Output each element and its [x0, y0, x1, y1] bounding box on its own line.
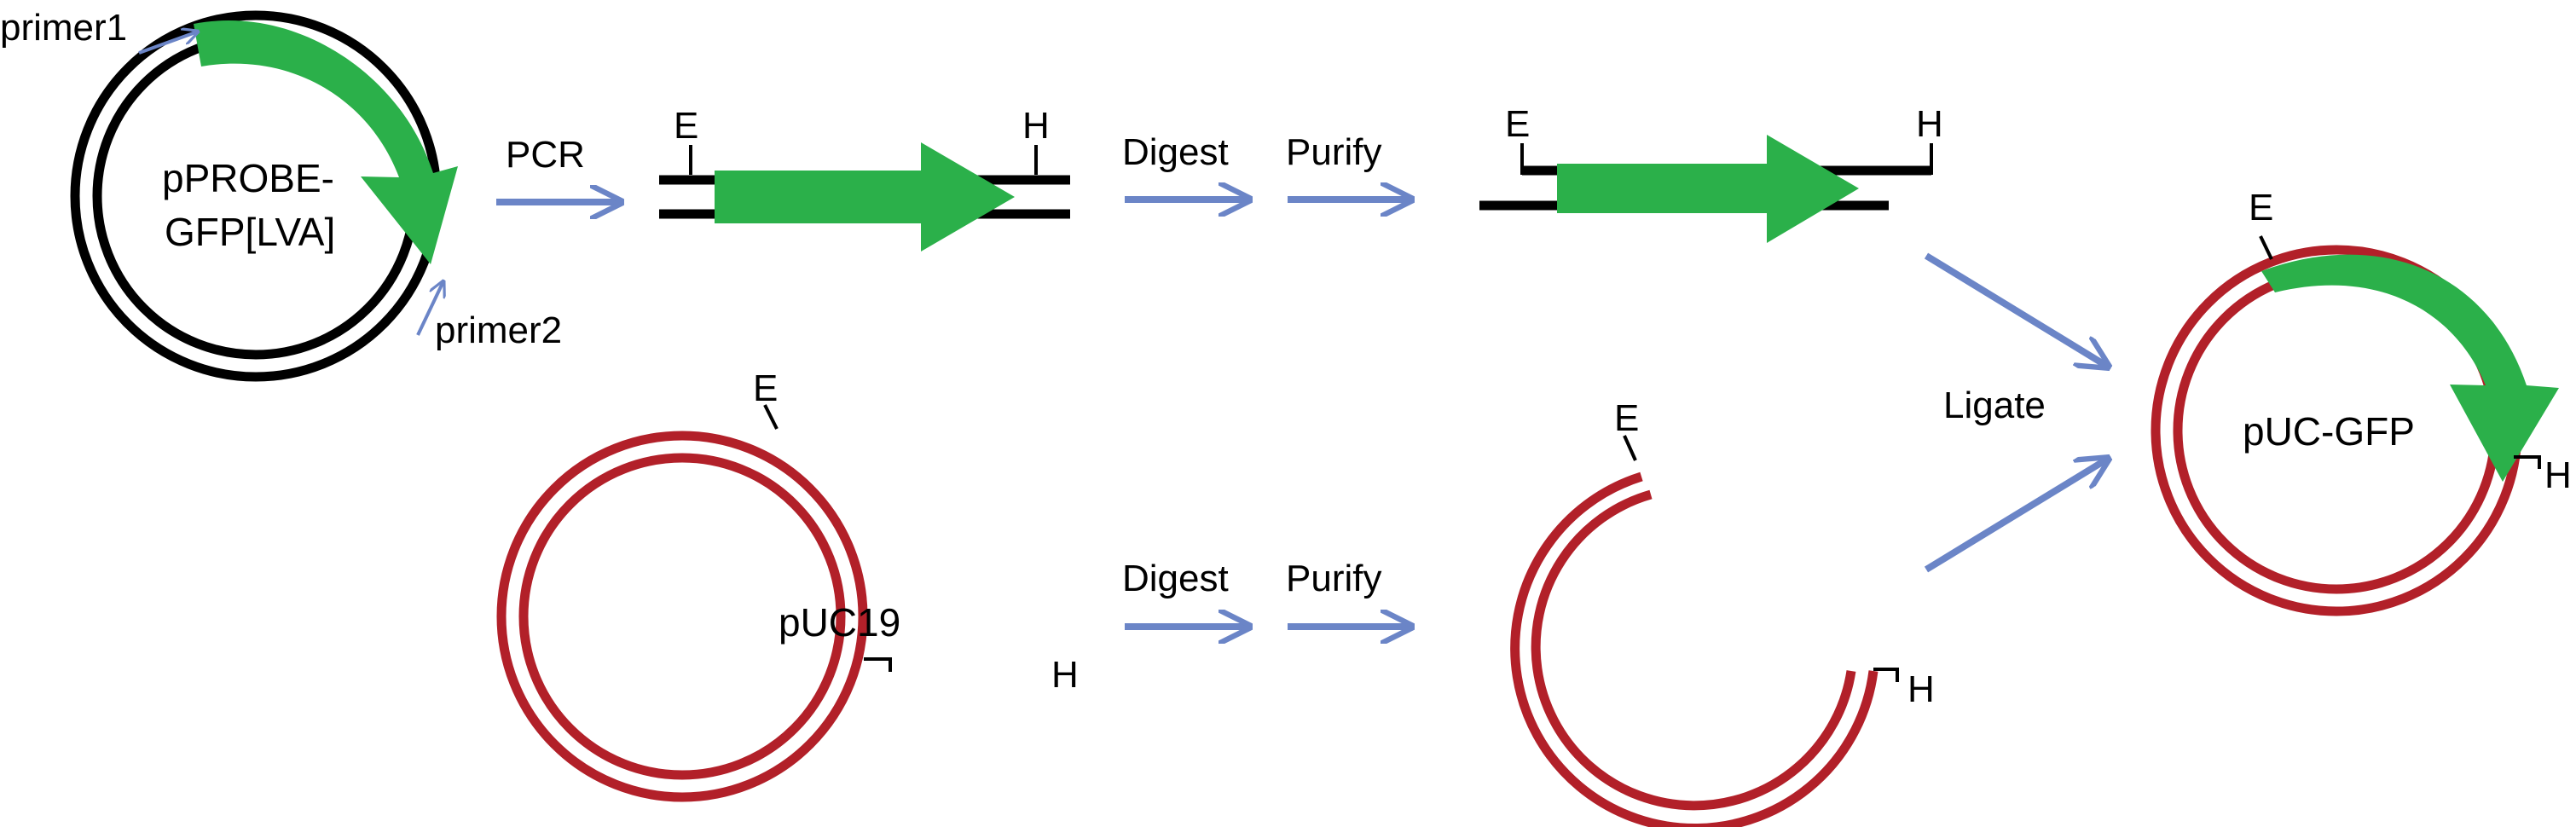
primer1-arrow — [138, 32, 198, 55]
puc19-label: pUC19 — [779, 600, 900, 645]
linear-vector-inner-strand — [1531, 489, 1856, 811]
ecori-site-linear — [1623, 435, 1637, 461]
pprobe-label-line2: GFP[LVA] — [165, 210, 335, 254]
puc19-plasmid: E H pUC19 — [496, 367, 1079, 802]
puc-gfp-label: pUC-GFP — [2243, 409, 2415, 454]
digest-label-top: Digest — [1122, 131, 1229, 173]
primer1-label: primer1 — [0, 7, 127, 49]
ecori-label-insert: E — [1505, 103, 1530, 145]
hindiii-label-insert: H — [1916, 103, 1943, 145]
hindiii-label-puc-gfp: H — [2544, 454, 2572, 496]
puc-gfp-plasmid: E H pUC-GFP — [2151, 187, 2572, 616]
digested-insert: E H — [1479, 103, 1943, 243]
digest-purify-top: Digest Purify — [1122, 131, 1411, 200]
hindiii-site-puc-gfp — [2514, 455, 2541, 469]
hindiii-label-linear: H — [1907, 668, 1935, 710]
gfp-gene-arrow-pcr — [715, 142, 1015, 252]
ecori-label-puc-gfp: E — [2249, 187, 2273, 228]
digest-purify-bottom: Digest Purify — [1122, 558, 1411, 627]
gfp-gene-arrow-insert — [1557, 135, 1859, 243]
hindiii-label-pcr: H — [1022, 105, 1050, 147]
ecori-label-pcr: E — [674, 105, 698, 147]
gfp-gene-arrow-pprobe — [194, 20, 458, 265]
ecori-site-puc19 — [763, 404, 779, 430]
puc19-outer-strand — [496, 431, 868, 802]
linear-vector-outer-strand — [1510, 471, 1878, 827]
purify-label-top: Purify — [1286, 131, 1381, 173]
hindiii-label-puc19: H — [1051, 654, 1079, 696]
hindiii-site-puc19 — [864, 657, 892, 672]
ecori-label-linear: E — [1614, 397, 1639, 439]
purify-label-bottom: Purify — [1286, 558, 1381, 599]
ligate-arrow-from-insert — [1924, 252, 2108, 367]
ecori-label-puc19: E — [753, 367, 778, 409]
ligate-step: Ligate — [1924, 252, 2108, 573]
linearized-puc19: E H — [1510, 397, 1935, 827]
ligate-label: Ligate — [1943, 385, 2046, 426]
pcr-product: E H — [659, 105, 1070, 252]
pprobe-plasmid: primer1 primer2 pPROBE- GFP[LVA] — [0, 7, 562, 382]
hindiii-site-linear — [1873, 668, 1899, 682]
primer2-arrow — [416, 281, 443, 336]
pprobe-label-line1: pPROBE- — [162, 156, 334, 200]
pcr-step: PCR — [496, 134, 621, 202]
ecori-site-puc-gfp — [2259, 235, 2273, 260]
primer2-label: primer2 — [435, 309, 562, 351]
puc19-inner-strand — [518, 453, 846, 780]
ligate-arrow-from-vector — [1924, 459, 2108, 573]
pcr-label: PCR — [506, 134, 585, 176]
gfp-gene-arrow-puc-gfp — [2261, 254, 2559, 482]
digest-label-bottom: Digest — [1122, 558, 1229, 599]
